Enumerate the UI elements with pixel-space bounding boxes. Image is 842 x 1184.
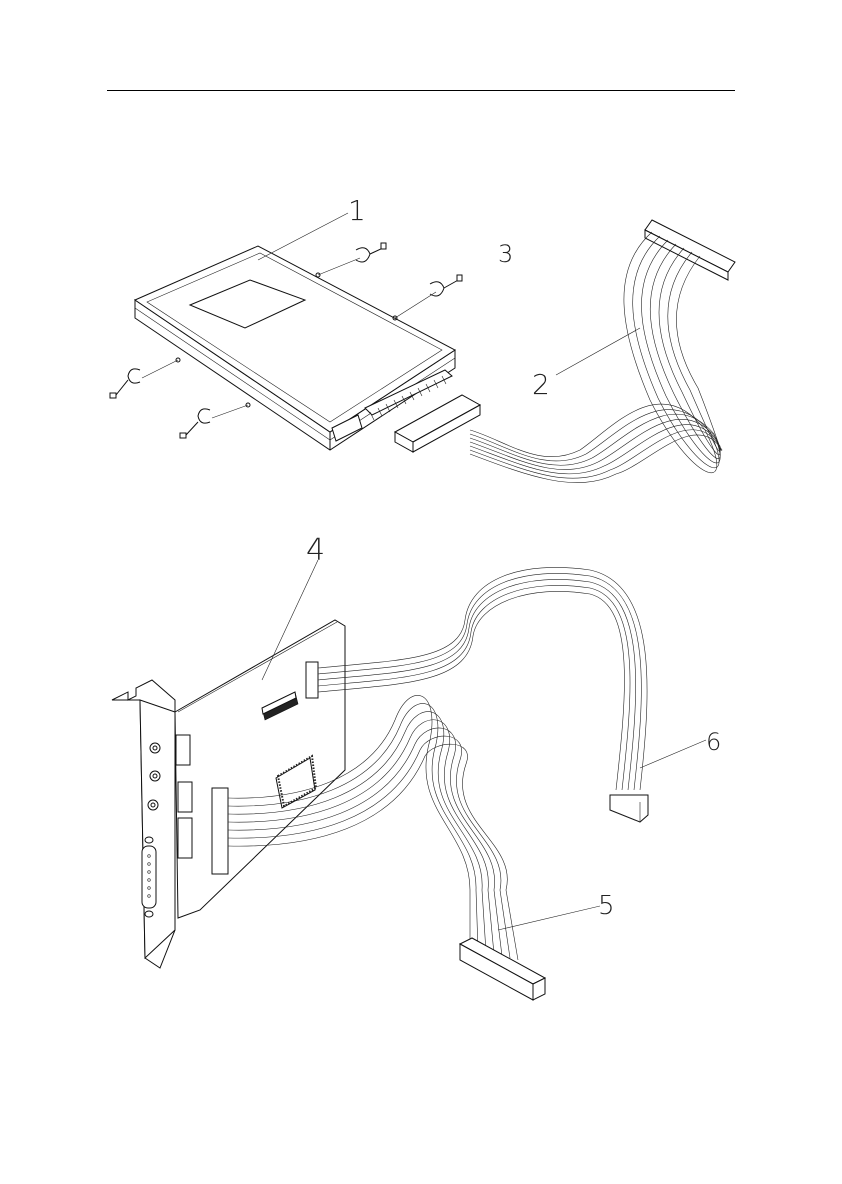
- sound-card: [112, 620, 345, 968]
- audio-cable: [318, 567, 706, 822]
- screw-icon: [180, 405, 248, 438]
- callout-5: 5: [598, 891, 615, 921]
- callout-1: 1: [348, 194, 366, 227]
- screw-icon: [318, 243, 386, 275]
- callout-6: 6: [706, 728, 721, 756]
- callout-4: 4: [306, 533, 325, 568]
- hard-drive: [135, 246, 455, 450]
- screw-icon: [395, 275, 462, 318]
- screw-icon: [110, 360, 178, 398]
- callout-2: 2: [532, 368, 550, 401]
- game-port: [142, 846, 156, 908]
- callout-3: 3: [498, 240, 513, 268]
